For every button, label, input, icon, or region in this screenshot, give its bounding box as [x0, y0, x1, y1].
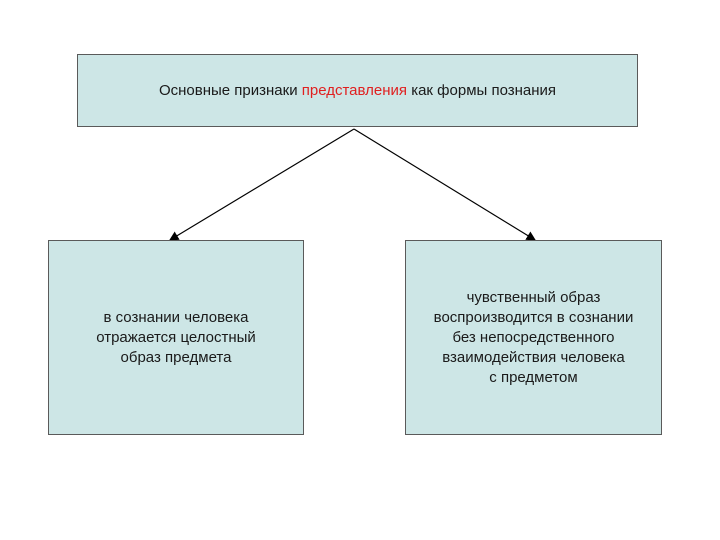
arrow-to-right-box: [353, 128, 537, 241]
title-highlight: представления: [301, 82, 408, 99]
title-suffix: как формы познания: [407, 82, 557, 99]
left-feature-box: в сознании человека отражается целостный…: [48, 240, 304, 435]
right-feature-box: чувственный образ воспроизводится в созн…: [405, 240, 662, 435]
top-concept-box: Основные признаки представления как форм…: [77, 54, 638, 127]
right-feature-text: чувственный образ воспроизводится в созн…: [433, 288, 634, 386]
arrow-to-left-box: [168, 128, 355, 241]
top-concept-title: Основные признаки представления как форм…: [159, 82, 556, 99]
left-feature-text: в сознании человека отражается целостный…: [96, 308, 256, 366]
title-prefix: Основные признаки: [158, 82, 302, 99]
